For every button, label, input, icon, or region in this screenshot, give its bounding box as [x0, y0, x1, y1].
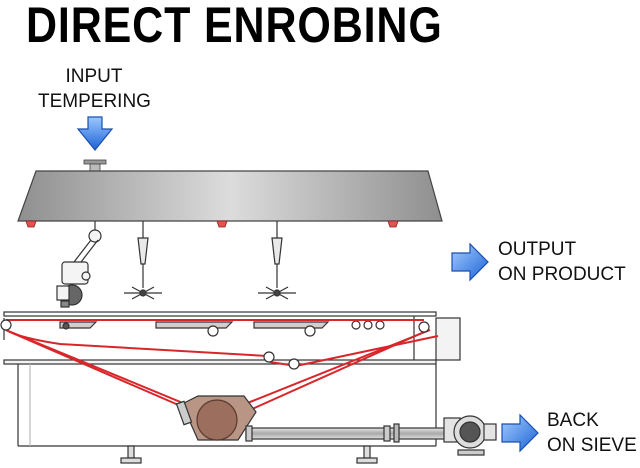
input-label-line2: TEMPERING	[38, 91, 151, 112]
inlet-nozzle	[83, 159, 107, 173]
back-label-line1: BACK	[547, 410, 599, 431]
page-title: DIRECT ENROBING	[26, 0, 443, 53]
down-arrow-icon	[76, 116, 114, 151]
back-label-line2: ON SIEVE	[547, 435, 637, 456]
agitator-right	[258, 221, 296, 300]
input-tempering-label: INPUT TEMPERING	[38, 64, 151, 114]
overhead-tank	[17, 170, 443, 222]
right-arrow-icon	[501, 413, 539, 453]
tank-nozzles	[25, 220, 399, 228]
input-label-line1: INPUT	[65, 66, 123, 87]
output-label-line2: ON PRODUCT	[498, 264, 626, 285]
belt-plates	[59, 320, 385, 337]
output-label-line1: OUTPUT	[498, 239, 577, 260]
agitator-left	[124, 221, 162, 300]
return-pump	[443, 415, 497, 456]
return-pipe	[245, 423, 447, 443]
left-drive-assembly	[56, 221, 102, 308]
back-on-sieve-label: BACK ON SIEVE	[547, 408, 637, 458]
machine-feet	[120, 445, 378, 464]
sump-pump	[175, 395, 257, 441]
right-arrow-icon	[451, 242, 489, 282]
output-on-product-label: OUTPUT ON PRODUCT	[498, 237, 626, 287]
belt-rollers	[0, 319, 430, 370]
